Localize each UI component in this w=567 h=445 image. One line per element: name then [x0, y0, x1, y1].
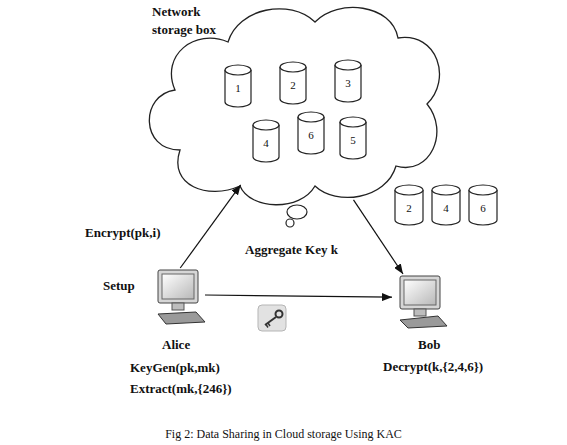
cylinder-number: 4 — [253, 135, 279, 151]
cylinder-top — [225, 65, 251, 75]
edge-label: Aggregate Key k — [245, 232, 345, 268]
cylinder-number: 6 — [469, 200, 497, 216]
computer-outline — [150, 268, 205, 328]
keyboard — [400, 316, 447, 328]
cloud-title: Network storage box — [152, 3, 237, 39]
flow-arrow — [205, 295, 392, 297]
thought-bubble — [286, 219, 294, 227]
function-label: KeyGen(pk,mk) — [130, 360, 220, 376]
cylinder-number: 6 — [298, 127, 324, 143]
flow-arrow — [180, 185, 240, 268]
cylinder-number: 2 — [280, 77, 306, 93]
key-icon — [258, 305, 286, 331]
keyboard — [158, 312, 205, 324]
monitor-screen — [404, 280, 436, 305]
cylinder-top — [280, 62, 306, 72]
data-cylinder: 6 — [298, 112, 324, 154]
step-label: Setup — [103, 278, 135, 294]
function-label: Extract(mk,{246}) — [130, 381, 232, 397]
key-bow — [276, 311, 283, 318]
owner-computer: SetupAliceKeyGen(pk,mk)Extract(mk,{246}) — [150, 268, 205, 328]
cylinder-number: 3 — [335, 75, 361, 91]
cylinder-top — [432, 185, 460, 195]
key-icon-tile — [258, 305, 286, 331]
monitor-case — [400, 276, 440, 309]
cylinder-top — [335, 60, 361, 70]
cylinder-top — [469, 185, 497, 195]
cylinder-number: 5 — [340, 132, 366, 148]
key-shaft — [265, 317, 276, 325]
edge-label: Encrypt(pk,i) — [85, 225, 160, 241]
cylinder-number: 2 — [395, 200, 423, 216]
data-cylinder: 2 — [280, 62, 306, 104]
shared-cylinder: 4 — [432, 185, 460, 225]
cylinder-number: 4 — [432, 200, 460, 216]
key-tooth — [268, 323, 270, 326]
function-label: Decrypt(k,{2,4,6}) — [383, 359, 483, 375]
data-cylinder: 5 — [340, 117, 366, 159]
monitor-case — [158, 270, 198, 303]
thought-bubble — [287, 205, 307, 219]
data-cylinder: 3 — [335, 60, 361, 102]
shared-cylinder: 2 — [395, 185, 423, 225]
cylinder-top — [253, 120, 279, 130]
monitor-screen — [162, 274, 194, 299]
cylinder-number: 1 — [225, 80, 251, 96]
cloud-outline — [149, 7, 439, 204]
cylinder-top — [395, 185, 423, 195]
cylinder-top — [298, 112, 324, 122]
key-tooth — [266, 325, 268, 328]
monitor-stand — [414, 309, 426, 316]
data-cylinder: 1 — [225, 65, 251, 107]
flow-arrow — [354, 200, 404, 274]
receiver-computer: BobDecrypt(k,{2,4,6}) — [392, 274, 447, 332]
figure-caption: Fig 2: Data Sharing in Cloud storage Usi… — [0, 427, 567, 442]
user-name: Alice — [162, 337, 190, 353]
data-cylinder: 4 — [253, 120, 279, 162]
user-name: Bob — [418, 337, 440, 353]
cylinder-top — [340, 117, 366, 127]
computer-outline — [392, 274, 447, 332]
storage-cloud: Network storage box 1 2 3 4 65 — [140, 0, 445, 215]
monitor-stand — [172, 303, 184, 310]
shared-cylinder: 6 — [469, 185, 497, 225]
